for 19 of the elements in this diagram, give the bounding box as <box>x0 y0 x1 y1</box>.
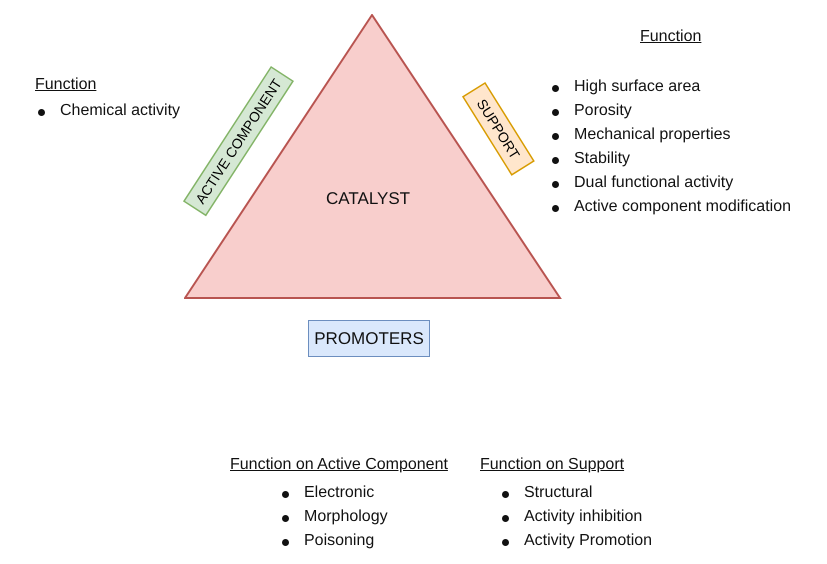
bullet-item: Dual functional activity <box>550 174 734 192</box>
promoters-box: PROMOTERS <box>308 320 430 357</box>
bullet-item: Porosity <box>550 102 632 120</box>
bullet-item: Active component modification <box>550 198 791 216</box>
section-heading: Function <box>640 28 702 46</box>
section-heading: Function on Support <box>480 456 624 474</box>
bullet-item: Activity inhibition <box>500 508 642 526</box>
bullet-item: Structural <box>500 484 592 502</box>
bullet-item: Mechanical properties <box>550 126 731 144</box>
bullet-item: Stability <box>550 150 630 168</box>
bullet-item: Chemical activity <box>36 102 180 120</box>
bullet-item: Poisoning <box>280 532 374 550</box>
catalyst-label: CATALYST <box>326 189 410 209</box>
bullet-item: High surface area <box>550 78 700 96</box>
bullet-item: Morphology <box>280 508 388 526</box>
bullet-item: Electronic <box>280 484 374 502</box>
section-heading: Function on Active Component <box>230 456 448 474</box>
bullet-item: Activity Promotion <box>500 532 652 550</box>
section-heading: Function <box>35 76 96 94</box>
